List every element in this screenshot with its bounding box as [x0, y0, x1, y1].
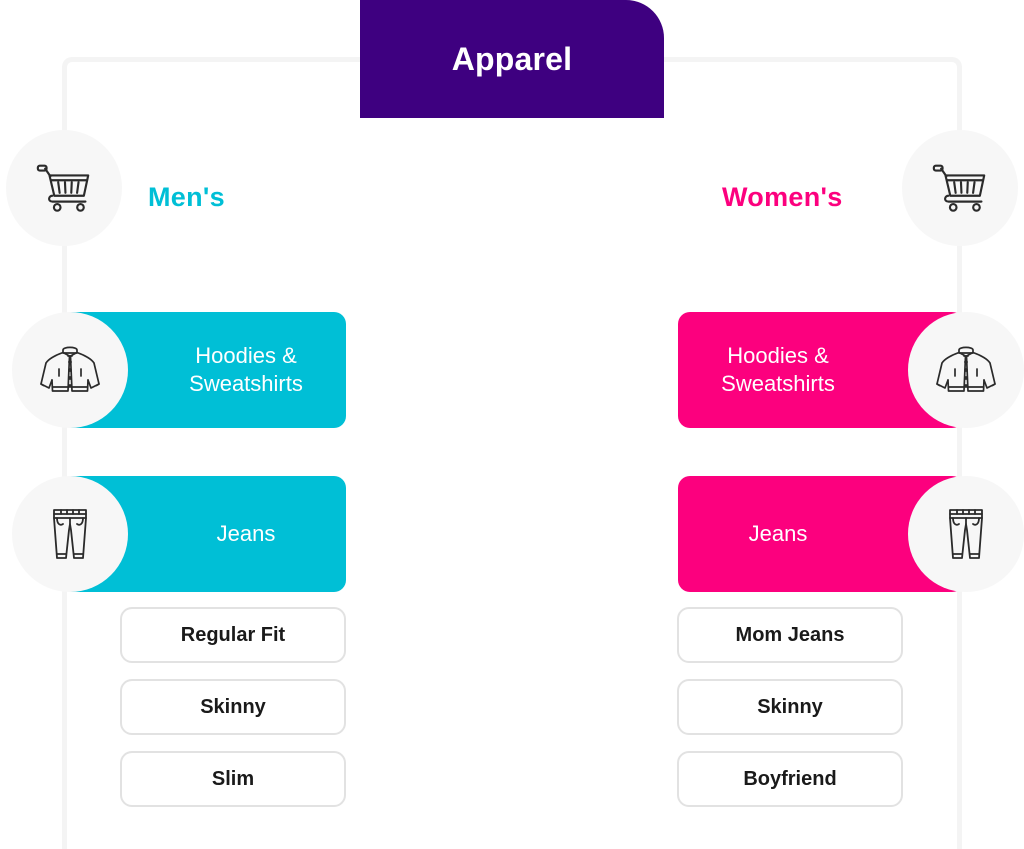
jacket-icon [34, 334, 106, 406]
leaf-chip-label: Regular Fit [180, 623, 286, 646]
category-label: Jeans [216, 520, 276, 546]
shopping-cart-icon [33, 157, 95, 219]
leaf-chip-label: Skinny [757, 695, 823, 718]
category-label-line1: Hoodies & [727, 342, 829, 368]
branch-label-womens: Women's [722, 182, 843, 212]
leaf-chip-label: Slim [211, 767, 255, 790]
leaf-chip[interactable]: Skinny [120, 679, 346, 735]
leaf-chip[interactable]: Regular Fit [120, 607, 346, 663]
branch-label-mens: Men's [148, 182, 225, 212]
category-label-line2: Sweatshirts [189, 371, 303, 396]
category-label-line2: Sweatshirts [721, 371, 835, 396]
category-label: Hoodies & Sweatshirts [189, 342, 303, 398]
jacket-icon [930, 334, 1002, 406]
category-label: Hoodies & Sweatshirts [721, 342, 835, 398]
leaf-chip[interactable]: Boyfriend [677, 751, 903, 807]
root-node-apparel[interactable]: Apparel [360, 0, 664, 118]
mens-cart-circle[interactable] [6, 130, 122, 246]
mens-jeans-circle[interactable] [12, 476, 128, 592]
womens-jeans-circle[interactable] [908, 476, 1024, 592]
category-label-line1: Hoodies & [195, 342, 297, 368]
connector-spine-left [62, 90, 67, 849]
mens-jacket-circle[interactable] [12, 312, 128, 428]
leaf-chip-label: Boyfriend [743, 767, 837, 790]
category-label: Jeans [748, 520, 808, 546]
jeans-icon [934, 502, 998, 566]
leaf-chip-label: Mom Jeans [735, 623, 845, 646]
womens-jacket-circle[interactable] [908, 312, 1024, 428]
connector-bracket-right [514, 57, 962, 97]
womens-cart-circle[interactable] [902, 130, 1018, 246]
leaf-chip-label: Skinny [200, 695, 266, 718]
leaf-chip[interactable]: Skinny [677, 679, 903, 735]
root-node-label: Apparel [451, 40, 573, 77]
connector-bracket-left [62, 57, 510, 97]
connector-spine-right [957, 90, 962, 849]
leaf-chip[interactable]: Slim [120, 751, 346, 807]
shopping-cart-icon [929, 157, 991, 219]
jeans-icon [38, 502, 102, 566]
leaf-chip[interactable]: Mom Jeans [677, 607, 903, 663]
